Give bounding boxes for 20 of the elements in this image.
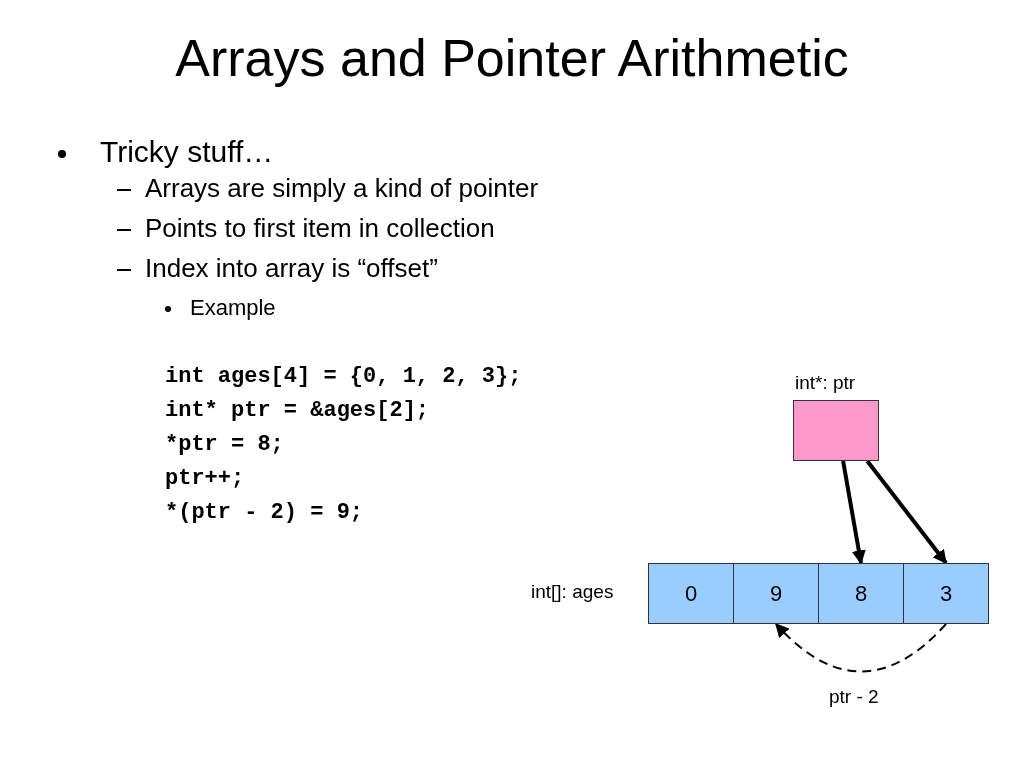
code-line: int* ptr = &ages[2];: [165, 398, 430, 423]
bullet-text: Index into array is “offset”: [145, 253, 438, 284]
bullet-text: Tricky stuff…: [100, 135, 274, 169]
bullet-text: Arrays are simply a kind of pointer: [145, 173, 539, 204]
code-line: *(ptr - 2) = 9;: [165, 500, 364, 525]
variable-label: int[]: ages: [531, 581, 614, 603]
bullet-text: Points to first item in collection: [145, 213, 495, 244]
array-cell: 8: [818, 563, 904, 624]
code-line: *ptr = 8;: [165, 432, 284, 457]
arrow: [841, 460, 866, 565]
code-line: int ages[4] = {0, 1, 2, 3};: [165, 364, 522, 389]
arrow: [775, 623, 947, 673]
arrow: [865, 459, 948, 565]
variable-label: int*: ptr: [795, 372, 856, 394]
bullet-text: Example: [190, 295, 276, 321]
slide-title: Arrays and Pointer Arithmetic: [174, 28, 850, 88]
array-cell: 3: [903, 563, 989, 624]
code-line: ptr++;: [165, 466, 245, 491]
array-cell: 9: [733, 563, 819, 624]
array-cell: 0: [648, 563, 734, 624]
